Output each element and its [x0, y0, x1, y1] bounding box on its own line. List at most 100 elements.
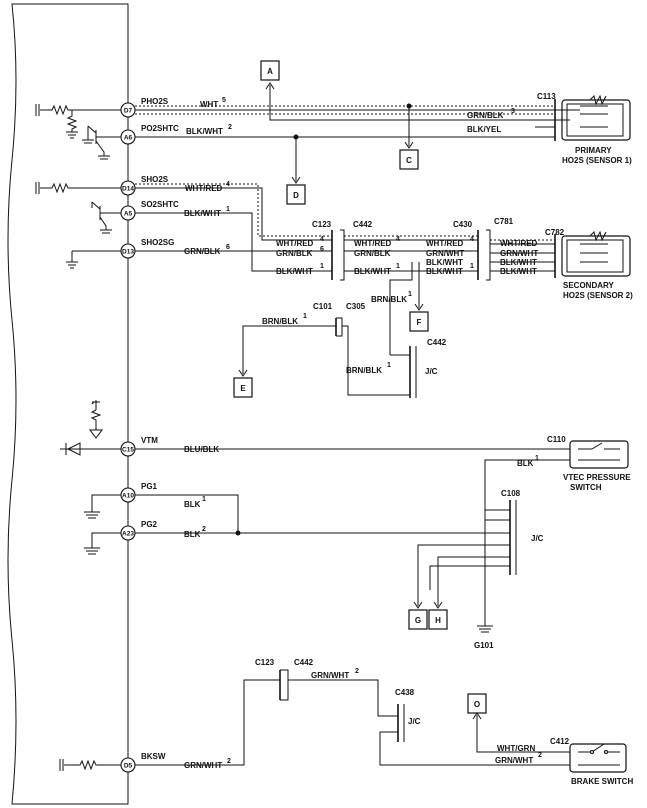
connector-c305: C305 — [346, 302, 366, 311]
ref-box-h[interactable]: H — [428, 609, 448, 630]
svg-text:SHO2SG: SHO2SG — [141, 238, 174, 247]
svg-text:VTM: VTM — [141, 436, 158, 445]
svg-text:PG2: PG2 — [141, 520, 158, 529]
connector-c438: C438 — [395, 688, 415, 697]
svg-text:4: 4 — [470, 236, 474, 243]
connector-c101: C101 — [313, 302, 333, 311]
ref-box-d[interactable]: D — [286, 184, 306, 205]
connector-c412: C412 — [550, 737, 570, 746]
connector-c442: C442 — [353, 220, 373, 229]
wire-label-a6: BLK/WHT — [186, 127, 223, 136]
svg-text:1: 1 — [470, 263, 474, 270]
primary-label-1: PRIMARY — [575, 146, 612, 155]
svg-text:A5: A5 — [124, 211, 133, 218]
svg-text:D5: D5 — [124, 763, 133, 770]
connector-c442b: C442 — [427, 338, 447, 347]
ecm-internal-circuits — [35, 104, 121, 771]
svg-text:A10: A10 — [122, 493, 134, 500]
wire-label-a23: BLK — [184, 530, 201, 539]
svg-text:6: 6 — [226, 244, 230, 251]
svg-text:1: 1 — [226, 206, 230, 213]
wire-label-right-wht-red: WHT/RED — [354, 239, 392, 248]
connector-c782: C782 — [545, 228, 565, 237]
svg-text:4: 4 — [226, 181, 230, 188]
svg-text:1: 1 — [408, 291, 412, 298]
wire-label-bk-a: GRN/WHT — [311, 671, 349, 680]
wire-label-right-blk-wht: BLK/WHT — [354, 267, 391, 276]
svg-text:C15: C15 — [122, 447, 134, 454]
svg-text:D14: D14 — [122, 186, 134, 193]
vtec-pressure-switch — [569, 440, 629, 469]
jc-label-b: J/C — [531, 534, 544, 543]
svg-text:SHO2S: SHO2S — [141, 175, 169, 184]
wire-label-mid-blk-wht: BLK/WHT — [276, 267, 313, 276]
wire-label-sec-blk-wht-a: BLK/WHT — [426, 258, 463, 267]
wire-label-primary-b: BLK/YEL — [467, 125, 501, 134]
ecm-pin-a5: A5 SO2SHTC — [120, 200, 179, 221]
svg-text:4: 4 — [320, 236, 324, 243]
ecm-outline — [7, 3, 129, 805]
svg-text:D7: D7 — [124, 108, 133, 115]
ref-box-o[interactable]: O — [467, 693, 487, 714]
svg-text:A23: A23 — [122, 531, 134, 538]
wire-label-sec-blk-wht-b: BLK/WHT — [426, 267, 463, 276]
svg-text:O: O — [474, 700, 480, 709]
connector-c123b: C123 — [255, 658, 275, 667]
svg-text:3: 3 — [511, 108, 515, 115]
brake-label: BRAKE SWITCH — [571, 777, 633, 786]
svg-text:BLK/WHT: BLK/WHT — [500, 258, 537, 267]
connector-c113: C113 — [537, 92, 556, 101]
ecm-pin-c15: C15 VTM — [120, 436, 158, 457]
svg-text:SO2SHTC: SO2SHTC — [141, 200, 179, 209]
wire-label-a5: BLK/WHT — [184, 209, 221, 218]
svg-text:1: 1 — [303, 313, 307, 320]
connector-c430: C430 — [453, 220, 473, 229]
svg-text:C: C — [406, 156, 412, 165]
svg-text:H: H — [435, 616, 441, 625]
wire-label-brn-c: BRN/BLK — [346, 366, 382, 375]
connector-c108: C108 — [501, 489, 521, 498]
ecm-pin-a23: A23 PG2 — [120, 520, 158, 541]
ecm-pin-d13: D13 SHO2SG — [120, 238, 174, 259]
svg-text:PG1: PG1 — [141, 482, 158, 491]
wire-label-sec-wht-red: WHT/RED — [426, 239, 464, 248]
connector-c781: C781 — [494, 217, 514, 226]
svg-text:D13: D13 — [122, 249, 134, 256]
wire-label-vtec-blk: BLK — [517, 459, 534, 468]
secondary-label-1: SECONDARY — [563, 281, 614, 290]
jc-label-c: J/C — [408, 717, 421, 726]
connector-c442c: C442 — [294, 658, 314, 667]
wire-label-c15: BLU/BLK — [184, 445, 219, 454]
wire-label-mid-grn-blk: GRN/BLK — [276, 249, 313, 258]
svg-text:E: E — [240, 384, 246, 393]
svg-text:D: D — [293, 191, 299, 200]
secondary-label-2: HO2S (SENSOR 2) — [563, 291, 633, 300]
ref-box-g[interactable]: G — [408, 609, 428, 630]
svg-text:2: 2 — [227, 758, 231, 765]
ecm-pin-a10: A10 PG1 — [120, 482, 158, 503]
svg-text:1: 1 — [202, 496, 206, 503]
svg-text:BLK/WHT: BLK/WHT — [500, 267, 537, 276]
svg-text:5: 5 — [222, 97, 226, 104]
svg-text:BKSW: BKSW — [141, 752, 166, 761]
svg-text:2: 2 — [228, 124, 232, 131]
svg-text:WHT/RED: WHT/RED — [500, 239, 538, 248]
ref-box-f[interactable]: F — [409, 311, 429, 332]
wire-label-brn-a: BRN/BLK — [371, 295, 407, 304]
ref-box-c[interactable]: C — [399, 149, 419, 170]
svg-text:6: 6 — [320, 246, 324, 253]
svg-text:1: 1 — [396, 263, 400, 270]
vtec-label-1: VTEC PRESSURE — [563, 473, 631, 482]
connector-c123: C123 — [312, 220, 332, 229]
wire-label-bk-c: WHT/GRN — [497, 744, 535, 753]
ref-box-e[interactable]: E — [233, 377, 253, 398]
wire-label-primary-a: GRN/BLK — [467, 111, 504, 120]
jc-label-a: J/C — [425, 367, 438, 376]
wire-label-a10: BLK — [184, 500, 201, 509]
wire-label-d7: WHT — [200, 100, 218, 109]
ref-box-a[interactable]: A — [260, 60, 280, 81]
ground-g101: G101 — [474, 641, 494, 650]
svg-text:A: A — [267, 67, 273, 76]
wire-label-right-grn-blk: GRN/BLK — [354, 249, 391, 258]
